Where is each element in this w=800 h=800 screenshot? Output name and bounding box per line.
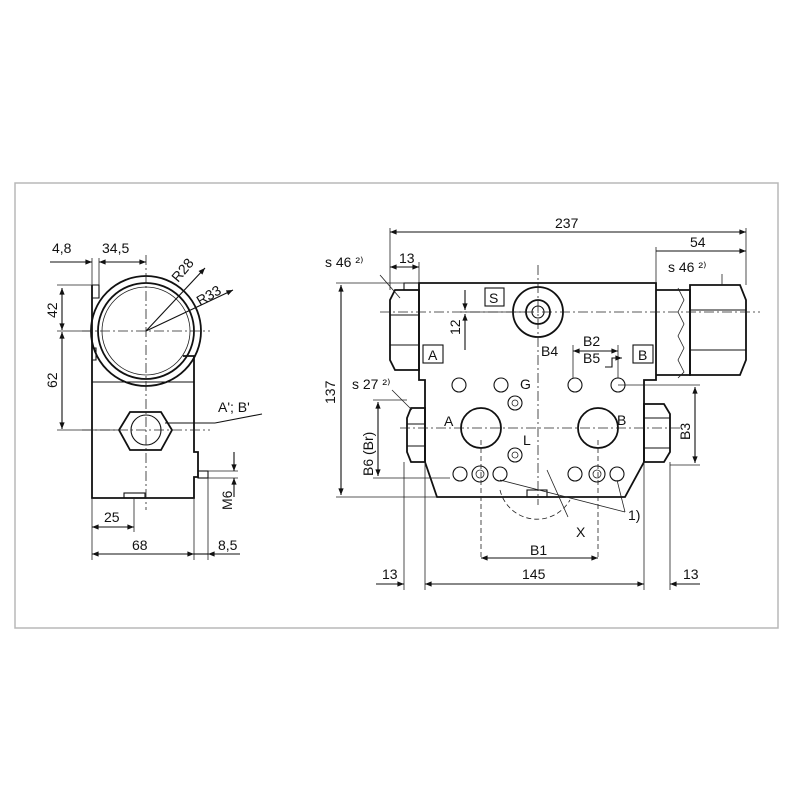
gauge-l-inner — [511, 451, 519, 459]
dim-r33: R33 — [194, 282, 224, 309]
right-hex-fitting — [689, 284, 747, 376]
x-leader — [546, 469, 569, 518]
break-line — [677, 287, 685, 379]
dim-68: 68 — [132, 537, 148, 553]
drawing-border — [14, 182, 779, 629]
bolt-hole-inner — [592, 469, 602, 479]
port-l: L — [523, 432, 531, 448]
dim-b3: B3 — [677, 423, 693, 440]
bolt-hole — [609, 466, 625, 482]
right-fitting-neck — [656, 289, 691, 376]
note-leader — [616, 479, 626, 513]
side-m6-stud — [197, 470, 209, 479]
port-b-box: B — [638, 347, 647, 363]
b5-leader — [605, 355, 622, 368]
front-view: S A B A B G B4 B2 B5 L — [322, 215, 760, 590]
bolt-hole — [588, 465, 606, 483]
s46-left-leader — [379, 274, 401, 299]
bolt-hole — [471, 465, 489, 483]
gauge-l-symbol — [507, 447, 523, 463]
dim-13-right: 13 — [683, 566, 699, 582]
dim-13-top: 13 — [399, 250, 415, 266]
port-hole — [451, 377, 467, 393]
port-b5: B5 — [583, 350, 600, 366]
bolt-hole — [567, 466, 583, 482]
dim-4-8: 4,8 — [52, 240, 72, 256]
dim-54: 54 — [690, 234, 706, 250]
dim-13-left: 13 — [382, 566, 398, 582]
s-label-box — [484, 287, 505, 307]
r33-leader — [145, 289, 234, 332]
bolt-hole — [452, 466, 468, 482]
port-a: A — [444, 413, 454, 429]
dim-b1: B1 — [530, 542, 547, 558]
side-notch — [92, 284, 100, 299]
left-small-fitting — [406, 407, 426, 463]
dim-m6: M6 — [219, 490, 235, 510]
side-hex-port — [117, 411, 174, 451]
gauge-g-inner — [511, 399, 519, 407]
front-bottom-boss — [526, 489, 548, 498]
dim-b6: B6 (Br) — [360, 432, 376, 476]
dim-237: 237 — [555, 215, 579, 231]
port-g-hole — [493, 377, 509, 393]
dim-137: 137 — [322, 380, 338, 404]
dim-r28: R28 — [168, 255, 197, 285]
side-bottom-boss — [123, 492, 146, 499]
dim-8-5: 8,5 — [218, 537, 238, 553]
dim-62: 62 — [44, 372, 60, 388]
right-small-fitting — [643, 403, 671, 463]
port-b2: B2 — [583, 333, 600, 349]
port-b4: B4 — [541, 343, 558, 359]
dim-a-b-prime: A'; B' — [218, 399, 250, 415]
dim-25: 25 — [104, 509, 120, 525]
port-b: B — [617, 412, 626, 428]
b-label-box — [632, 344, 654, 364]
left-hex-fitting — [389, 289, 420, 371]
dim-s46-left: s 46 ²⁾ — [325, 254, 363, 270]
port-a-box: A — [428, 347, 438, 363]
dim-s27: s 27 ²⁾ — [352, 376, 390, 392]
bolt-hole — [492, 466, 508, 482]
side-body-outline — [91, 285, 199, 499]
fitting-collar — [403, 282, 420, 291]
note-1: 1) — [628, 507, 640, 523]
front-body-outline — [418, 282, 657, 498]
dim-12: 12 — [447, 319, 463, 335]
a-label-box — [422, 344, 444, 364]
ab-leader-2 — [214, 413, 263, 424]
note-leader — [499, 479, 626, 513]
port-g: G — [520, 376, 531, 392]
port-s: S — [489, 290, 498, 306]
port-b4-hole — [567, 377, 583, 393]
side-view: R28 R33 4,8 34,5 42 62 A'; B' M6 — [44, 240, 263, 560]
dim-s46-right: s 46 ²⁾ — [668, 259, 706, 275]
gauge-g-symbol — [507, 395, 523, 411]
r28-leader — [145, 267, 206, 332]
label-x: X — [576, 524, 586, 540]
x-swing-arc — [499, 489, 571, 520]
dim-42: 42 — [44, 302, 60, 318]
dim-145: 145 — [522, 566, 546, 582]
dim-34-5: 34,5 — [102, 240, 129, 256]
bolt-hole-inner — [475, 469, 485, 479]
